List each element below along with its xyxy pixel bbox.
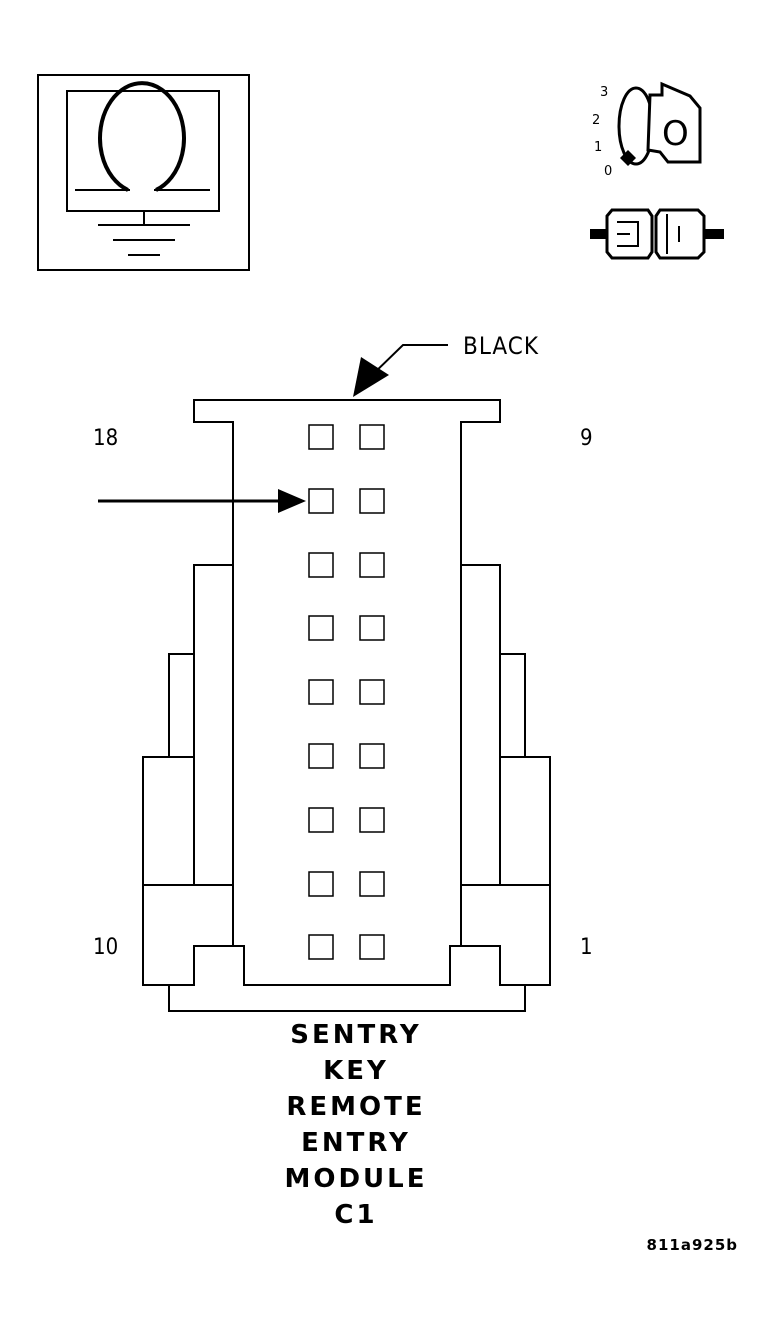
title-line-4: ENTRY: [301, 1128, 411, 1158]
pin-pointer-arrow: [98, 489, 306, 513]
pin-label-9: 9: [580, 426, 593, 451]
pin-label-10: 10: [93, 935, 118, 960]
key-letter: O: [662, 114, 689, 154]
cavity-r8-c1: [308, 871, 334, 897]
cavity-r4-c2: [359, 615, 385, 641]
cavity-r5-c1: [308, 679, 334, 705]
cavity-r9-c1: [308, 934, 334, 960]
key-position-0: 0: [604, 164, 612, 179]
pin-label-18: 18: [93, 426, 118, 451]
cavity-r2-c2: [359, 488, 385, 514]
connector-title: SENTRY KEY REMOTE ENTRY MODULE C1: [285, 1020, 428, 1230]
cavity-r5-c2: [359, 679, 385, 705]
connector-plug-icon: [590, 208, 724, 260]
ohmmeter-icon: [37, 74, 250, 271]
title-line-6: C1: [334, 1200, 377, 1230]
cavity-r3-c1: [308, 552, 334, 578]
connector-color-callout: BLACK: [353, 332, 539, 397]
cavity-r9-c2: [359, 934, 385, 960]
cavity-r1-c1: [308, 424, 334, 450]
connector-cavities: [308, 424, 385, 960]
connector-color-label: BLACK: [463, 332, 539, 360]
key-position-2: 2: [592, 113, 600, 128]
figure-reference-id: 811a925b: [647, 1236, 738, 1254]
title-line-1: SENTRY: [290, 1020, 421, 1050]
title-line-3: REMOTE: [286, 1092, 425, 1122]
key-position-3: 3: [600, 85, 608, 100]
title-line-2: KEY: [323, 1056, 389, 1086]
cavity-r6-c2: [359, 743, 385, 769]
ignition-key-icon: 3 2 1 0 O: [592, 81, 702, 179]
cavity-r3-c2: [359, 552, 385, 578]
cavity-r2-c1: [308, 488, 334, 514]
pin-label-1: 1: [580, 935, 593, 960]
key-position-1: 1: [594, 140, 602, 155]
cavity-r8-c2: [359, 871, 385, 897]
cavity-r4-c1: [308, 615, 334, 641]
cavity-r6-c1: [308, 743, 334, 769]
title-line-5: MODULE: [285, 1164, 428, 1194]
connector-body: [142, 399, 551, 1012]
cavity-r1-c2: [359, 424, 385, 450]
cavity-r7-c2: [359, 807, 385, 833]
cavity-r7-c1: [308, 807, 334, 833]
